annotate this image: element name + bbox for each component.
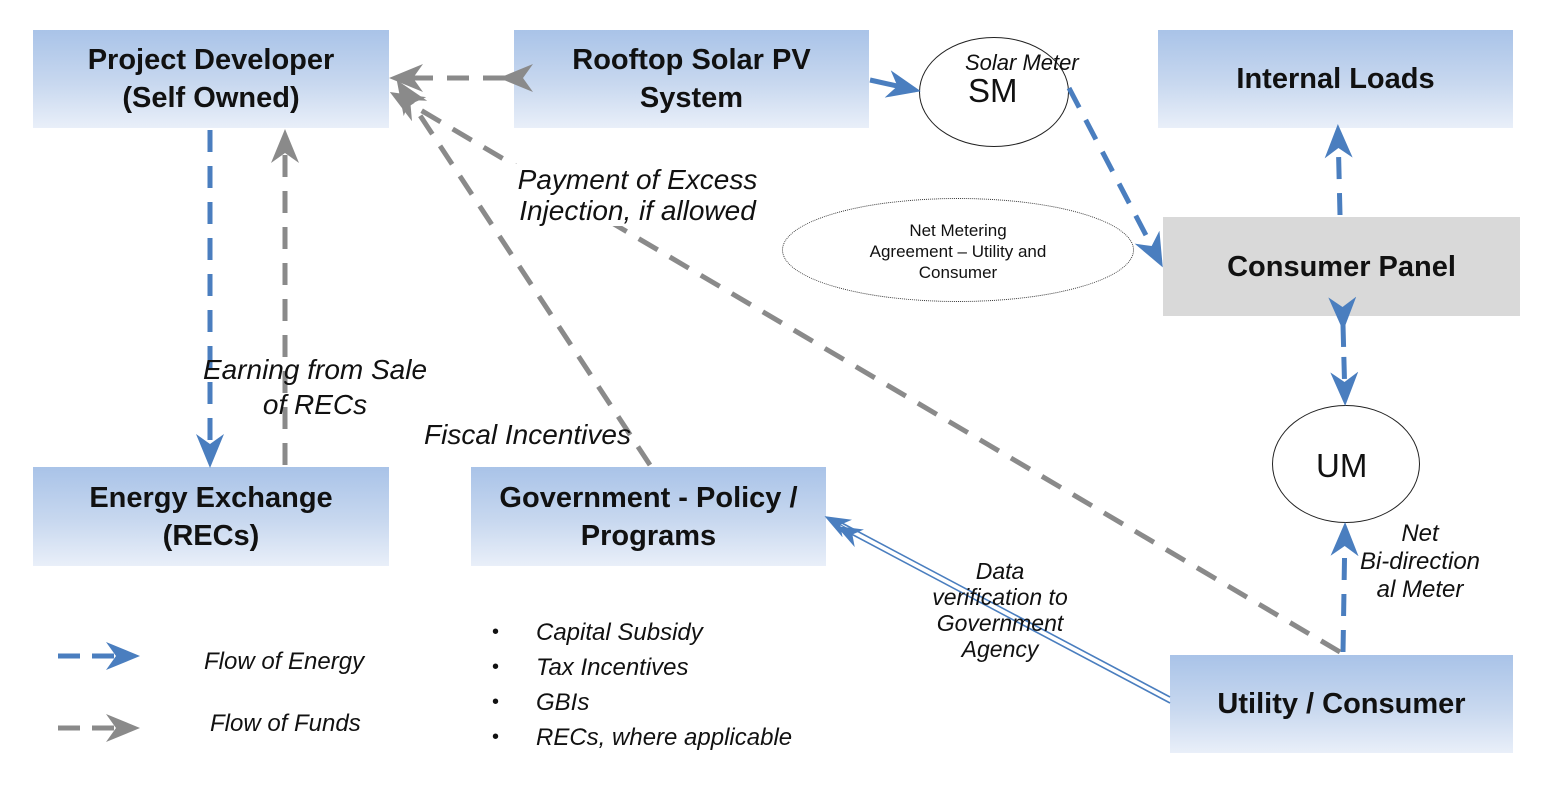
arrow-pv-to-solar-meter [869, 70, 921, 98]
arrow-utility-to-um [1330, 522, 1359, 653]
excess-payment-line-2: Injection, if allowed [519, 195, 756, 226]
consumer-panel-box: Consumer Panel [1163, 217, 1520, 316]
utility-meter-label: UM [1316, 447, 1368, 484]
data-verification-line-3: Government [936, 610, 1064, 636]
net-metering-oval [782, 198, 1134, 302]
fiscal-incentives-label: Fiscal Incentives [424, 419, 631, 450]
data-verification-label: Data verification to Government Agency [910, 558, 1090, 662]
energy-exchange-line-1: Energy Exchange [89, 481, 333, 514]
excess-payment-line-1: Payment of Excess [517, 164, 758, 195]
project-developer-box: Project Developer (Self Owned) [33, 30, 389, 128]
incentive-item: RECs, where applicable [490, 720, 792, 755]
data-verification-line-4: Agency [961, 636, 1039, 662]
arrow-utility-to-government-b [836, 526, 1171, 704]
net-meter-line-1: Net [1401, 520, 1439, 547]
energy-exchange-box: Energy Exchange (RECs) [33, 467, 389, 566]
arrow-government-to-developer [396, 79, 653, 467]
arrow-solar-meter-to-panel [1066, 86, 1163, 268]
net-metering-line-1: Net Metering [909, 221, 1007, 240]
rooftop-solar-box: Rooftop Solar PV System [514, 30, 869, 128]
solar-meter-oval [919, 37, 1069, 147]
rooftop-solar-line-2: System [639, 82, 744, 114]
utility-consumer-label: Utility / Consumer [1217, 688, 1466, 720]
internal-loads-box: Internal Loads [1158, 30, 1513, 128]
project-developer-line-2: (Self Owned) [122, 82, 300, 114]
incentive-item: Tax Incentives [490, 650, 792, 685]
legend-energy-label: Flow of Energy [204, 648, 365, 675]
internal-loads-label: Internal Loads [1236, 63, 1435, 95]
legend-funds-label: Flow of Funds [210, 710, 361, 737]
rec-earning-label: Earning from Sale of RECs [185, 352, 445, 422]
utility-consumer-box: Utility / Consumer [1170, 655, 1513, 753]
project-developer-line-1: Project Developer [87, 44, 335, 76]
net-metering-text: Net Metering Agreement – Utility and Con… [838, 220, 1078, 283]
net-meter-line-2: Bi-direction [1359, 548, 1481, 575]
government-box: Government - Policy / Programs [471, 467, 826, 566]
data-verification-line-1: Data [975, 558, 1025, 584]
arrow-utility-to-government-a [839, 521, 1171, 698]
solar-meter-caption: Solar Meter [965, 50, 1079, 75]
net-meter-label: Net Bi-direction al Meter [1345, 520, 1495, 604]
arrow-panel-to-loads [1324, 124, 1353, 216]
government-line-1: Government - Policy / [499, 481, 798, 514]
solar-meter-label: SM [968, 72, 1018, 109]
incentives-list: Capital Subsidy Tax Incentives GBIs RECs… [490, 615, 792, 755]
net-metering-line-2: Agreement – Utility and [869, 242, 1047, 261]
consumer-panel-label: Consumer Panel [1227, 250, 1456, 283]
government-line-2: Programs [580, 519, 717, 552]
net-metering-line-3: Consumer [918, 263, 998, 282]
net-meter-line-3: al Meter [1376, 576, 1464, 603]
arrow-panel-um-bidirectional [1328, 296, 1359, 406]
arrow-utility-to-government-head [824, 516, 853, 538]
excess-payment-label: Payment of Excess Injection, if allowed [500, 164, 775, 226]
rooftop-solar-line-1: Rooftop Solar PV [572, 44, 811, 76]
data-verification-line-2: verification to [932, 584, 1068, 610]
incentive-item: GBIs [490, 685, 792, 720]
energy-exchange-line-2: (RECs) [162, 519, 260, 552]
rec-earning-line-2: of RECs [262, 389, 368, 420]
rec-earning-line-1: Earning from Sale [202, 354, 428, 385]
incentive-item: Capital Subsidy [490, 615, 792, 650]
